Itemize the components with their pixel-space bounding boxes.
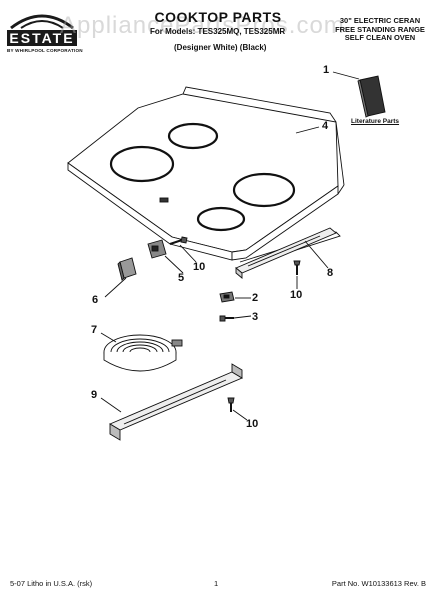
terminal-bracket-icon [147, 239, 167, 259]
literature-booklet-icon [357, 75, 386, 118]
screw-icon [169, 236, 188, 245]
watermark: AppliancePartsPros.com [60, 12, 345, 39]
front-rail-icon [109, 363, 243, 441]
callout-9: 9 [91, 389, 98, 401]
logo-emblem-icon [10, 14, 74, 30]
callout-1: 1 [323, 64, 330, 76]
colors-line: (Designer White) (Black) [174, 43, 267, 52]
logo-brand: ESTATE [7, 30, 77, 46]
callout-10: 10 [246, 418, 259, 430]
callout-2: 2 [252, 292, 259, 304]
literature-label: Literature Parts [351, 118, 400, 125]
screw-icon [219, 315, 234, 322]
callout-8: 8 [327, 267, 334, 279]
callout-4: 4 [322, 120, 329, 132]
page-number: 1 [214, 579, 219, 588]
description-line: FREE STANDING RANGE [335, 24, 425, 34]
callout-7: 7 [91, 324, 98, 336]
screw-icon [293, 260, 301, 275]
callout-10: 10 [193, 261, 206, 273]
rear-bracket-icon [235, 227, 337, 279]
estate-logo: ESTATE BY WHIRLPOOL CORPORATION [7, 8, 83, 58]
part-number: Part No. W10133613 Rev. B [331, 579, 426, 588]
callout-10: 10 [290, 289, 303, 301]
models-line: For Models: TES325MQ, TES325MR [150, 27, 286, 36]
bracket-clip-icon [117, 257, 137, 281]
footer-print-info: 5-07 Litho in U.S.A. (rsk) [10, 579, 93, 588]
description-line: SELF CLEAN OVEN [344, 33, 416, 42]
product-description: 30" ELECTRIC CERAN FREE STANDING RANGE S… [330, 16, 430, 43]
description-line: 30" ELECTRIC CERAN [339, 16, 421, 25]
cooktop-glass-icon [67, 86, 345, 261]
radiant-element-icon [103, 334, 183, 372]
logo-byline: BY WHIRLPOOL CORPORATION [7, 48, 83, 53]
clip-icon [219, 291, 235, 303]
callout-3: 3 [252, 311, 259, 323]
callout-5: 5 [178, 272, 185, 284]
page-title: COOKTOP PARTS [154, 9, 282, 25]
callout-6: 6 [92, 294, 99, 306]
screw-icon [227, 397, 235, 412]
